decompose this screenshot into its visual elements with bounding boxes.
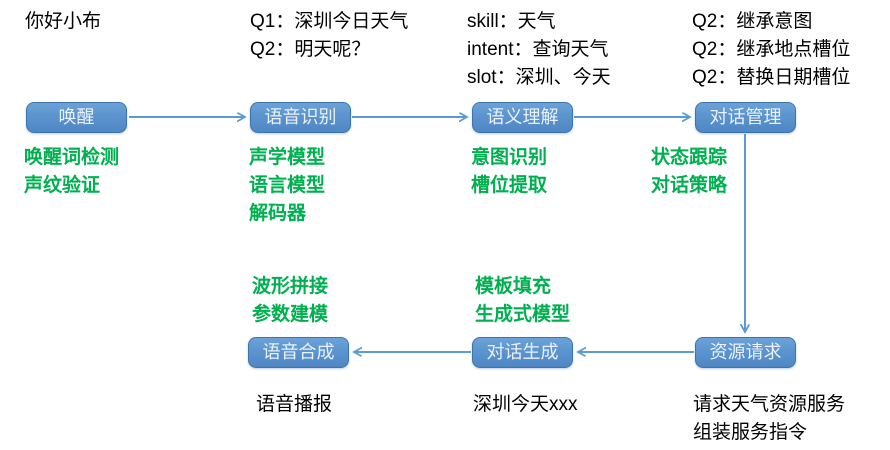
- node-wake: 唤醒: [26, 102, 127, 133]
- note-asr-techniques: 声学模型 语言模型 解码器: [249, 144, 325, 228]
- note-nlg-output: 深圳今天xxx: [473, 394, 578, 415]
- note-nlu-techniques: 意图识别 槽位提取: [471, 144, 547, 200]
- note-line: 状态跟踪: [651, 147, 728, 168]
- note-tts-output: 语音播报: [256, 394, 333, 415]
- note-line: intent：查询天气: [467, 39, 609, 60]
- note-line: 波形拼接: [252, 276, 329, 297]
- note-line: Q2：明天呢？: [250, 39, 371, 60]
- note-line: 组装服务指令: [693, 422, 808, 443]
- note-wake-input: 你好小布: [25, 11, 102, 32]
- node-nlu: 语义理解: [472, 102, 573, 133]
- note-dm-result: Q2：继承意图 Q2：继承地点槽位 Q2：替换日期槽位: [692, 8, 850, 92]
- note-asr-questions: Q1：深圳今日天气 Q2：明天呢？: [250, 8, 408, 64]
- note-nlg-techniques: 模板填充 生成式模型: [475, 273, 570, 329]
- note-line: skill：天气: [467, 11, 556, 32]
- note-tts-techniques: 波形拼接 参数建模: [252, 273, 328, 329]
- note-line: Q2：替换日期槽位: [692, 67, 851, 88]
- note-line: 声纹验证: [24, 175, 101, 196]
- note-resource-output: 请求天气资源服务 组装服务指令: [693, 391, 845, 447]
- node-asr: 语音识别: [250, 102, 351, 133]
- node-nlg: 对话生成: [472, 337, 573, 368]
- note-nlu-result: skill：天气 intent：查询天气 slot：深圳、今天: [467, 8, 611, 92]
- node-tts: 语音合成: [248, 337, 349, 368]
- note-line: 槽位提取: [471, 175, 548, 196]
- note-line: Q2：继承意图: [692, 11, 813, 32]
- note-line: 生成式模型: [475, 304, 571, 325]
- note-line: 意图识别: [471, 147, 548, 168]
- note-line: 参数建模: [252, 304, 329, 325]
- note-line: Q2：继承地点槽位: [692, 39, 851, 60]
- node-dm: 对话管理: [695, 102, 796, 133]
- note-line: 唤醒词检测: [24, 147, 120, 168]
- node-resource: 资源请求: [695, 337, 796, 368]
- note-wake-techniques: 唤醒词检测 声纹验证: [24, 144, 119, 200]
- note-line: 请求天气资源服务: [693, 394, 846, 415]
- note-line: 对话策略: [651, 175, 728, 196]
- note-line: 声学模型: [249, 147, 326, 168]
- note-line: 语言模型: [249, 175, 326, 196]
- note-line: Q1：深圳今日天气: [250, 11, 409, 32]
- note-line: 解码器: [249, 203, 307, 224]
- note-line: 模板填充: [475, 276, 552, 297]
- note-line: slot：深圳、今天: [467, 67, 611, 88]
- note-dm-techniques: 状态跟踪 对话策略: [651, 144, 727, 200]
